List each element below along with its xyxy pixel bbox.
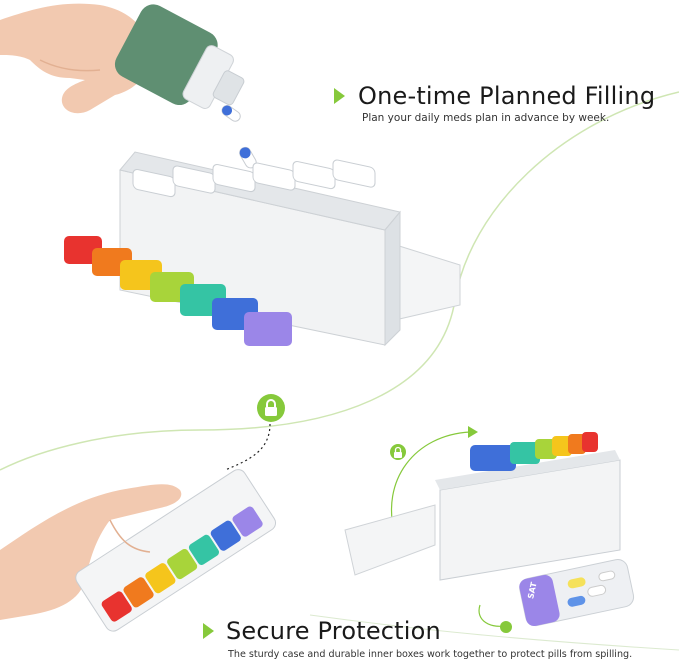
day-box-7	[244, 312, 292, 346]
pill-organizer-main	[119, 151, 461, 347]
hand-holding-organizer	[0, 469, 277, 632]
headline-arrow-icon	[334, 88, 345, 104]
lock-badge	[257, 394, 285, 422]
hand-with-bottle	[0, 3, 257, 169]
top-headline: One-time Planned Filling	[358, 82, 656, 110]
headline-arrow-icon-2	[203, 623, 214, 639]
dotted-pointer	[224, 423, 271, 471]
top-subtitle: Plan your daily meds plan in advance by …	[362, 112, 610, 124]
pill-organizer-open	[344, 426, 635, 633]
bottom-subtitle: The sturdy case and durable inner boxes …	[228, 649, 633, 660]
day-boxes-row	[64, 236, 292, 346]
bottom-headline: Secure Protection	[226, 617, 441, 645]
